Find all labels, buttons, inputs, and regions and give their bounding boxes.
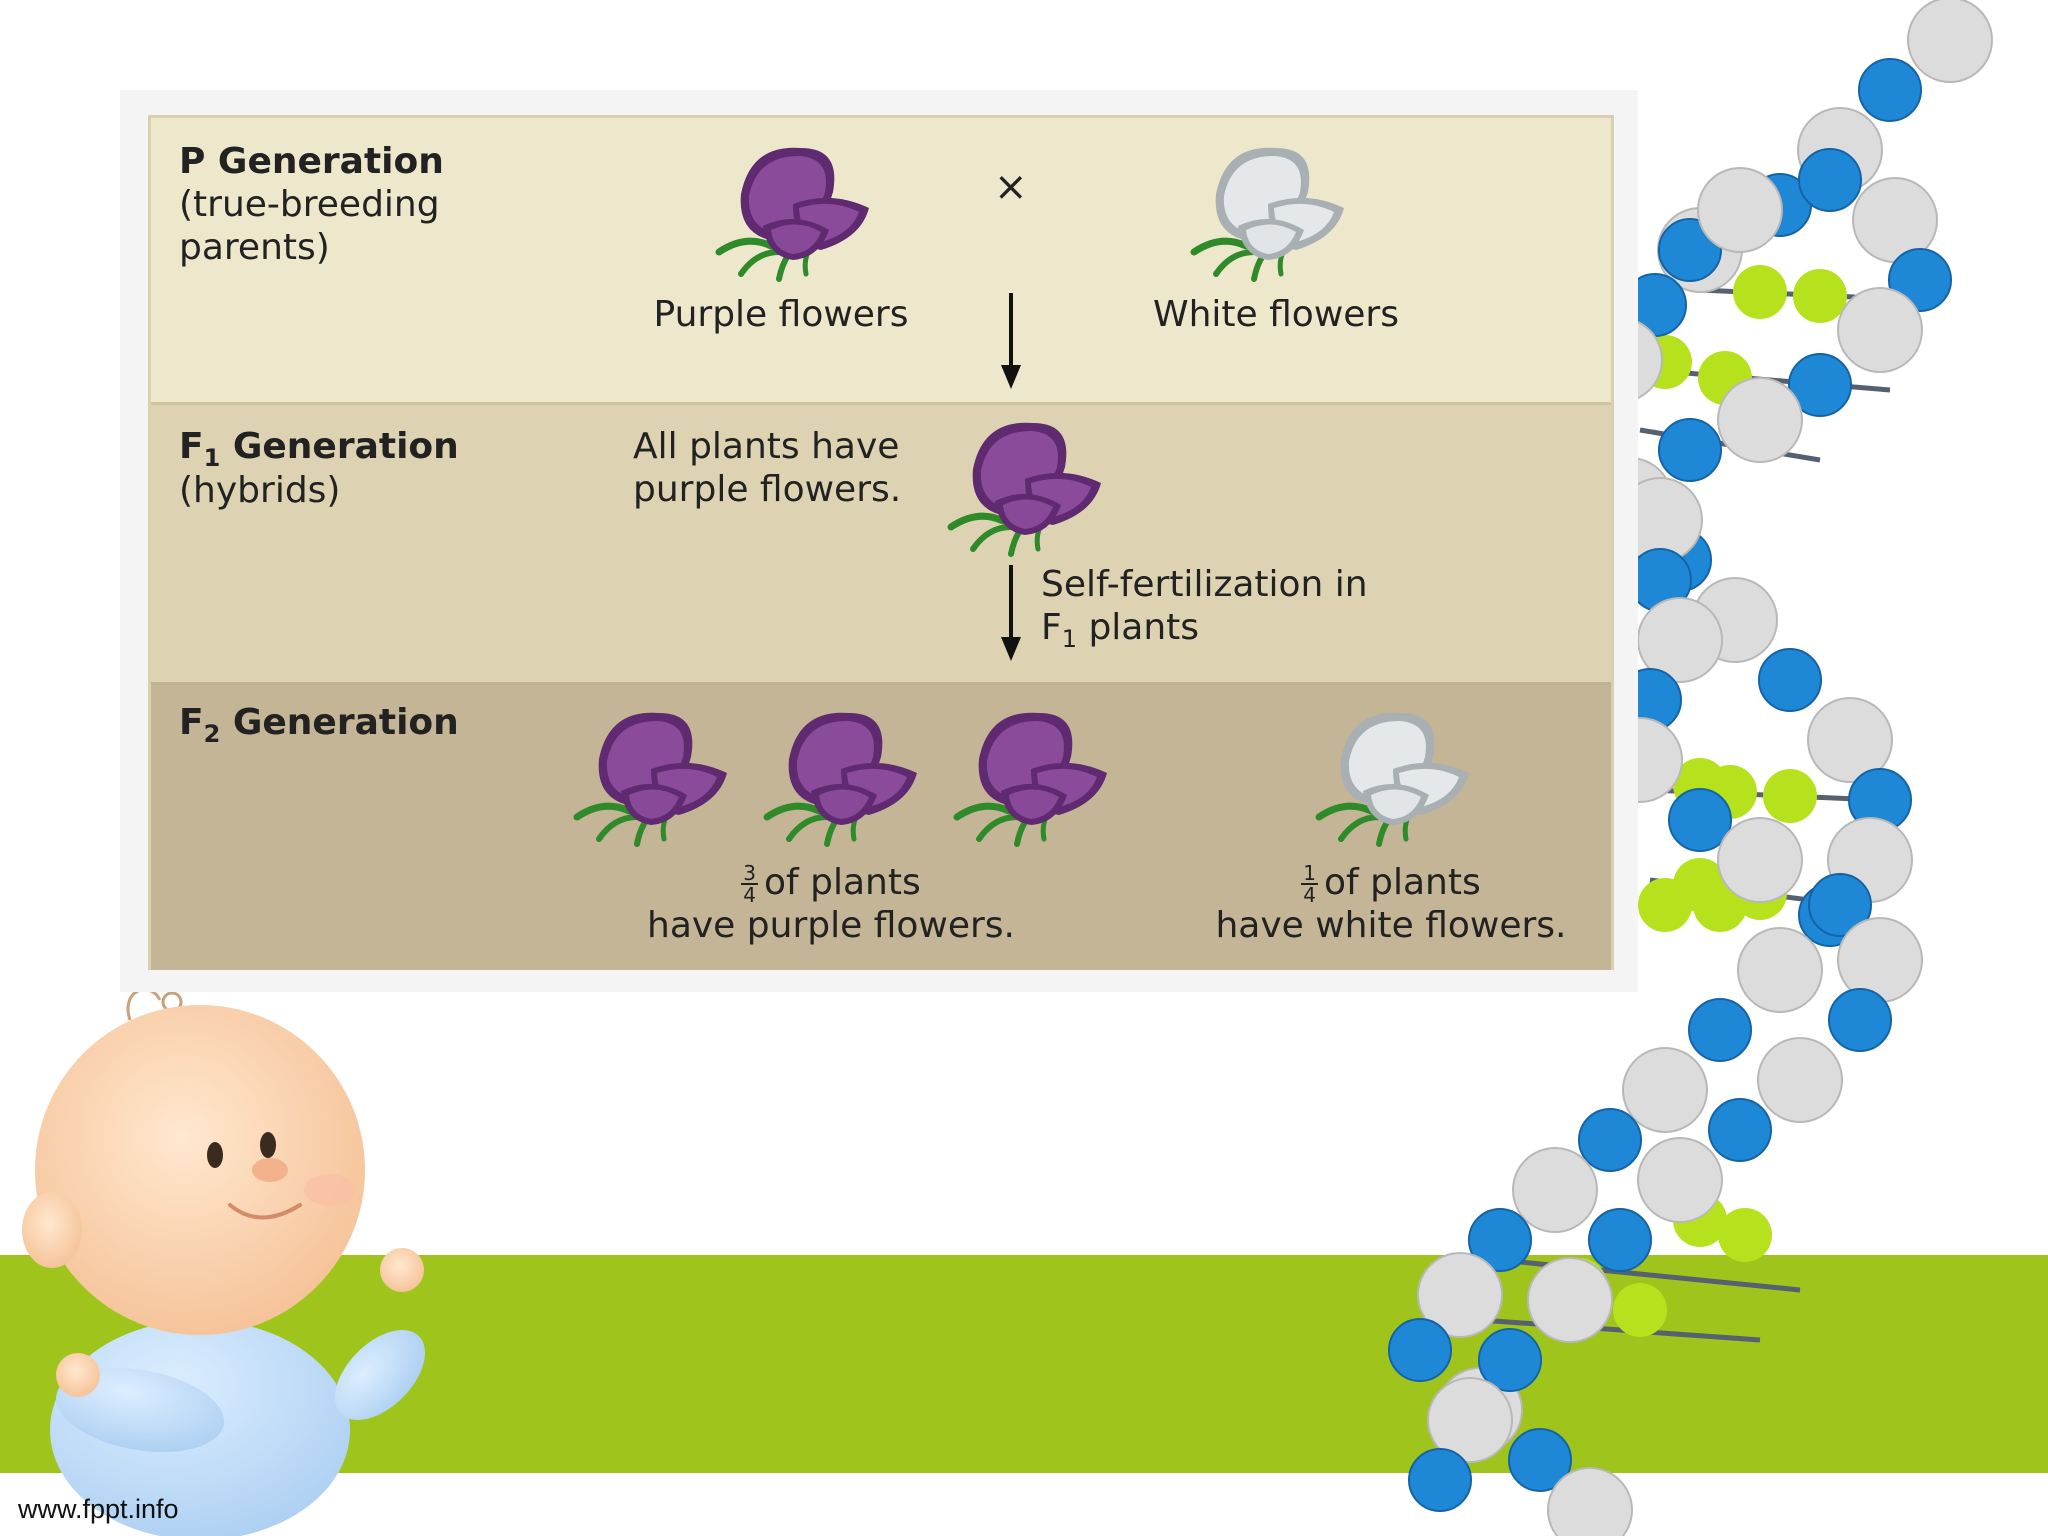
down-arrow-icon: [1001, 565, 1021, 661]
baby-illustration: [22, 988, 425, 1536]
self-fertilization-label-line2: F1 plants: [1041, 607, 1200, 654]
purple-flower-icon: [763, 712, 917, 847]
f1-note-line2: purple flowers.: [633, 469, 902, 510]
p-generation-subtitle-line2: parents): [179, 227, 330, 268]
white-flower-icon: [1190, 147, 1344, 282]
f1-generation-title: F1 Generation: [179, 426, 459, 473]
self-fertilization-label-line1: Self-fertilization in: [1041, 564, 1368, 605]
purple-flower-icon: [715, 147, 869, 282]
down-arrow-icon: [1001, 293, 1021, 389]
purple-flower-icon: [947, 422, 1101, 557]
white-flowers-label: White flowers: [1153, 294, 1399, 335]
f1-generation-row: F1 Generation (hybrids) All plants have …: [151, 402, 1611, 685]
f1-generation-subtitle: (hybrids): [179, 470, 341, 511]
mendel-cross-diagram: P Generation (true-breeding parents) × P…: [148, 115, 1614, 970]
f2-white-ratio-line2: have white flowers.: [1215, 905, 1567, 946]
f1-note-line1: All plants have: [633, 426, 900, 467]
cross-symbol: ×: [994, 164, 1028, 210]
footer-site-url: www.fppt.info: [18, 1494, 179, 1524]
f2-generation-title: F2 Generation: [179, 702, 459, 749]
p-generation-subtitle-line1: (true-breeding: [179, 184, 440, 225]
purple-flowers-label: Purple flowers: [653, 294, 909, 335]
white-flower-icon: [1315, 712, 1469, 847]
p-generation-row: P Generation (true-breeding parents) × P…: [151, 118, 1611, 402]
purple-flower-icon: [953, 712, 1107, 847]
p-generation-title: P Generation: [179, 141, 444, 182]
f2-purple-ratio-line2: have purple flowers.: [647, 905, 1015, 946]
purple-flower-icon: [573, 712, 727, 847]
